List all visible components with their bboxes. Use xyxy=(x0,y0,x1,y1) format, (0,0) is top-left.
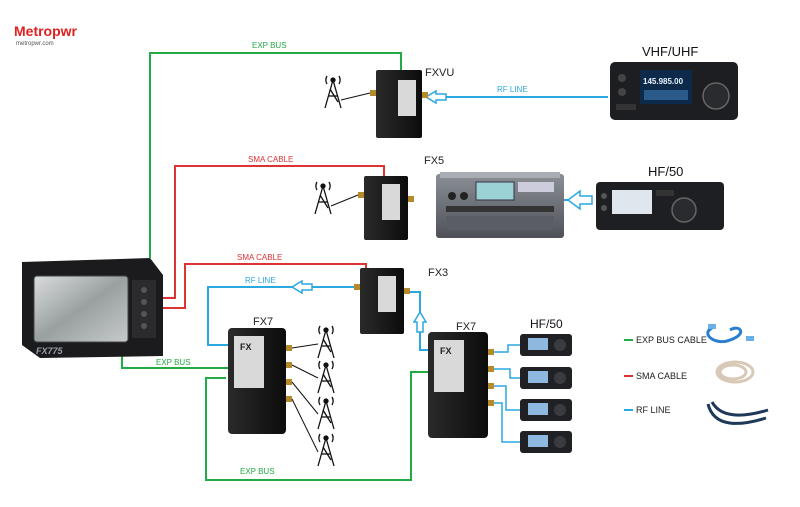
hf-radio xyxy=(520,367,572,389)
fxvu-label: FXVU xyxy=(425,67,454,79)
fx7-left-box: FX xyxy=(228,328,292,434)
fx7-right-label: FX7 xyxy=(456,321,476,333)
hf-radio xyxy=(520,431,572,453)
metropwr-logo: Metropwr metropwr.com xyxy=(14,23,78,47)
exp-bus-label-bottom: EXP BUS xyxy=(240,467,275,476)
svg-text:FX: FX xyxy=(240,342,252,352)
hf-radio xyxy=(520,334,572,356)
antenna-icons xyxy=(314,75,342,467)
hf50-label-top: HF/50 xyxy=(648,164,683,179)
hf50-transceiver-top xyxy=(596,182,724,230)
legend: EXP BUS CABLE SMA CABLE RF LINE xyxy=(624,324,769,425)
legend-sma-cable: SMA CABLE xyxy=(636,371,687,381)
exp-bus-cable-image xyxy=(706,324,754,343)
legend-exp-bus: EXP BUS CABLE xyxy=(636,335,707,345)
vhf-uhf-label: VHF/UHF xyxy=(642,44,698,59)
exp-bus-label-top: EXP BUS xyxy=(252,41,287,50)
fx5-label: FX5 xyxy=(424,155,444,167)
rf-arrows xyxy=(290,89,593,333)
hf-radio xyxy=(520,399,572,421)
fx3-box xyxy=(354,268,410,334)
antenna-feeds xyxy=(291,92,371,453)
linear-amplifier xyxy=(436,172,564,238)
fx3-label: FX3 xyxy=(428,267,448,279)
antenna-icon xyxy=(317,325,335,359)
antenna-icon xyxy=(317,396,335,430)
fxvu-box xyxy=(370,70,428,138)
fx775-monitor: FX775 xyxy=(22,258,163,358)
svg-text:FX: FX xyxy=(440,346,452,356)
exp-bus-label-mid: EXP BUS xyxy=(156,358,191,367)
fx5-box xyxy=(358,176,414,240)
antenna-icon xyxy=(317,433,335,467)
logo-url: metropwr.com xyxy=(16,41,54,47)
legend-rf-line: RF LINE xyxy=(636,405,671,415)
fx7-right-outputs xyxy=(494,344,520,443)
logo-text: Metropwr xyxy=(14,23,78,39)
rf-line-label-mid: RF LINE xyxy=(245,276,276,285)
antenna-icon xyxy=(324,75,342,109)
antenna-icon xyxy=(317,360,335,394)
fx7-right-box: FX xyxy=(428,332,494,438)
hf50-radios-bottom xyxy=(520,334,572,453)
sma-cable-image xyxy=(715,360,755,384)
rf-line-label-top: RF LINE xyxy=(497,85,528,94)
hf50-label-bottom: HF/50 xyxy=(530,317,563,331)
vhf-uhf-transceiver: 145.985.00 xyxy=(610,62,738,120)
monitor-brand: FX775 xyxy=(36,346,64,356)
fx7-left-label: FX7 xyxy=(253,316,273,328)
radio-frequency: 145.985.00 xyxy=(643,77,684,86)
antenna-icon xyxy=(314,181,332,215)
sma-cables xyxy=(163,165,385,309)
sma-cable-label-2: SMA CABLE xyxy=(237,253,282,262)
rf-line-cable-image xyxy=(706,401,769,425)
sma-cable-label-1: SMA CABLE xyxy=(248,155,293,164)
